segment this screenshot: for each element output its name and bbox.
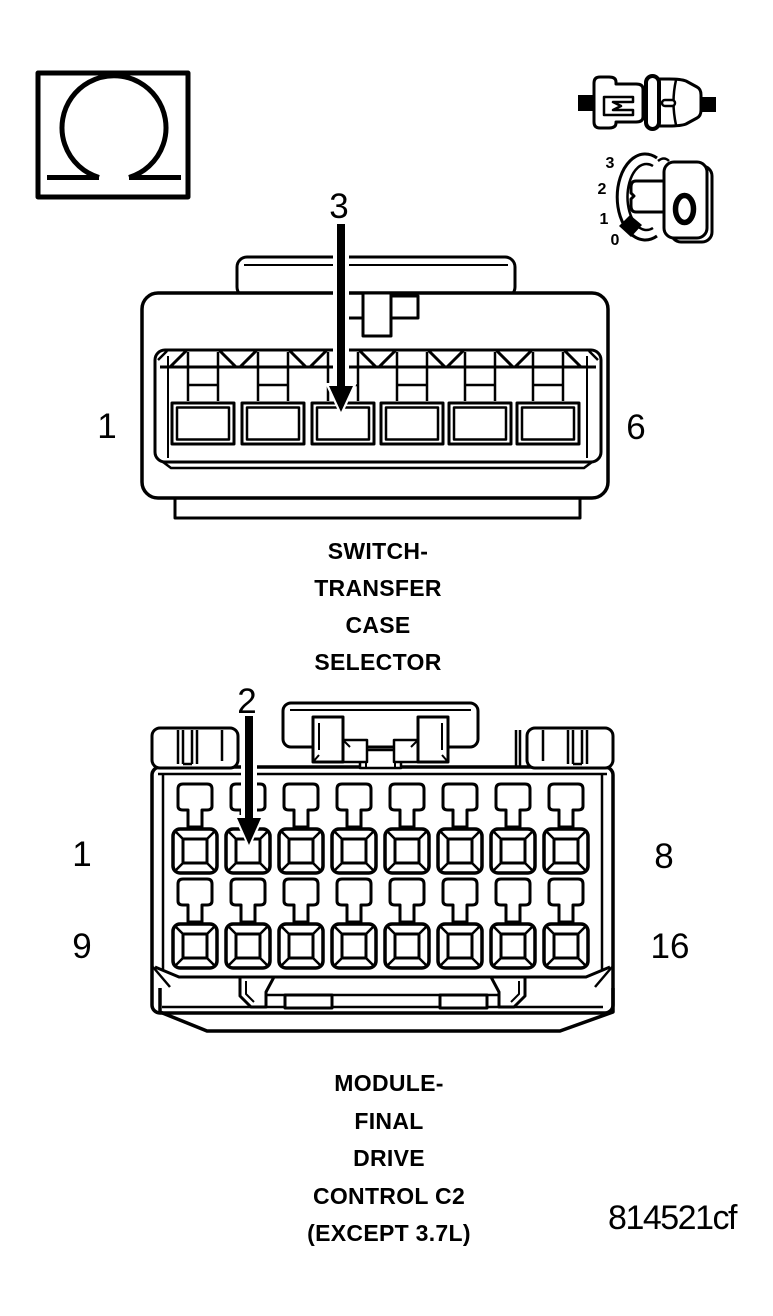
ignition-position-1: 1: [599, 211, 609, 228]
ribbed-tab: [150, 726, 251, 770]
pin-number-1-bottom: 1: [72, 835, 92, 874]
ignition-position-3: 3: [605, 155, 615, 172]
ignition-position-2: 2: [597, 181, 607, 198]
connector-top-title-line4: SELECTOR: [314, 649, 442, 675]
connector-top-title-line1: SWITCH-: [327, 538, 429, 564]
probe-arrow-pin3: [325, 220, 357, 417]
ohm-symbol-icon: [35, 70, 191, 200]
pin-number-16-bottom: 16: [650, 927, 690, 966]
ignition-key-position-icon: [615, 152, 714, 244]
ignition-position-0: 0: [610, 232, 620, 249]
connector-bottom-title-line1: MODULE-: [334, 1070, 444, 1096]
latch-right: [489, 975, 527, 1009]
connector-bottom-title-line3: DRIVE: [353, 1145, 425, 1171]
pin-number-8-bottom: 8: [654, 837, 674, 876]
connector-bottom-title-line4: CONTROL C2: [312, 1183, 466, 1209]
switch-position-marker: [619, 215, 642, 237]
probe-pin-number-top: 3: [329, 187, 349, 226]
connector-bottom-title-line5: (EXCEPT 3.7L): [307, 1220, 471, 1246]
figure-id: 814521cf: [608, 1199, 737, 1237]
keyway: [361, 291, 393, 338]
probe-pin-number-bottom: 2: [237, 682, 257, 721]
pin-number-9-bottom: 9: [72, 927, 92, 966]
connector-6pin-drawing: [140, 220, 610, 520]
pin-number-6-top: 6: [626, 408, 646, 447]
connector-top-title-line2: TRANSFER: [314, 575, 442, 601]
connector-16pin-drawing: [150, 701, 615, 1033]
latch-left: [238, 975, 276, 1009]
connector-bottom-title-line2: FINAL: [354, 1108, 424, 1134]
connector-halves-icon: [578, 74, 716, 131]
probe-arrow-pin2: [233, 713, 265, 849]
connector-top-title-line3: CASE: [345, 612, 411, 638]
pin-number-1-top: 1: [97, 407, 117, 446]
